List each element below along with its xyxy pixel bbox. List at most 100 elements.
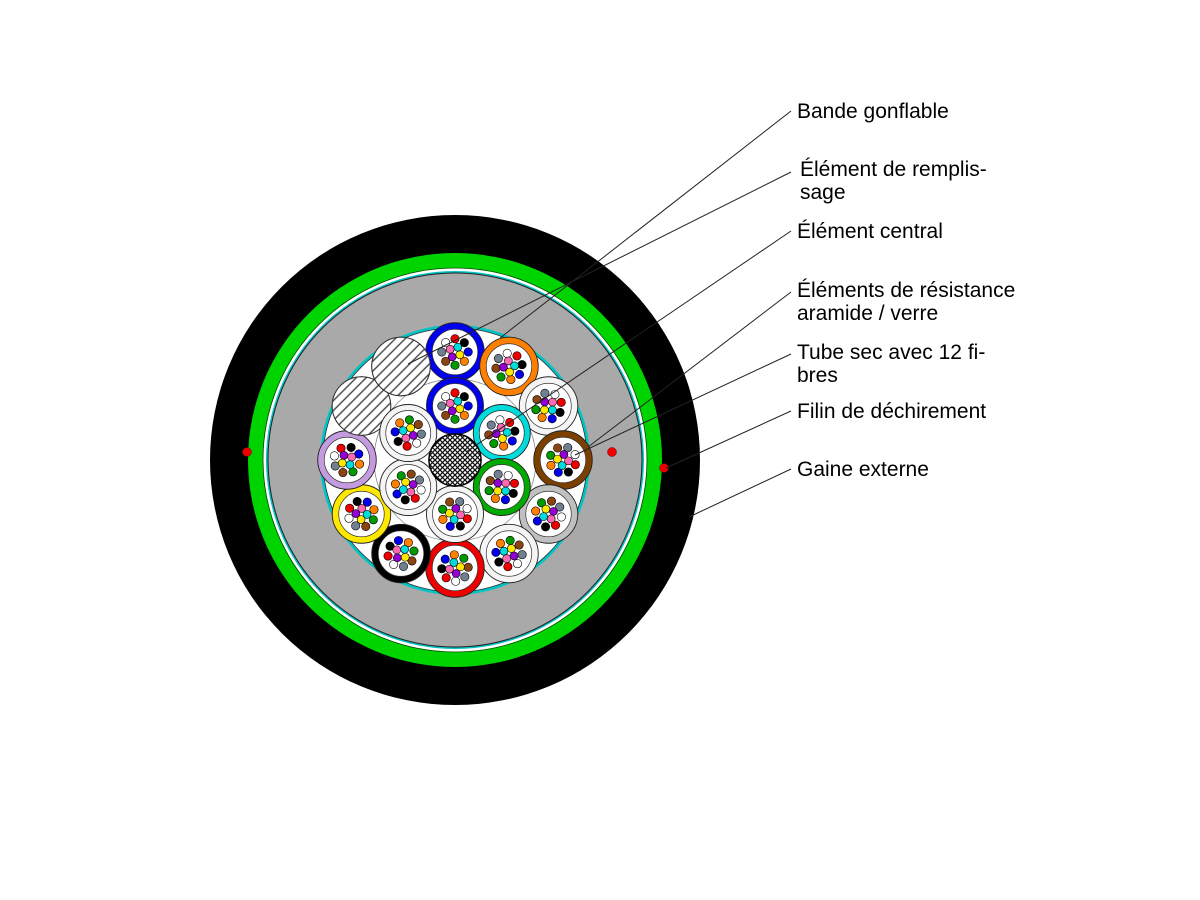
fiber-dot (385, 541, 395, 551)
fiber-dot (437, 401, 447, 411)
fiber-dot (489, 439, 499, 449)
fiber-dot (445, 497, 455, 507)
fiber-dot (393, 553, 402, 563)
fiber-dot (412, 438, 422, 448)
fiber-dot (507, 544, 516, 553)
fiber-dot (456, 510, 465, 520)
fiber-dot (441, 356, 451, 366)
fiber-dot (409, 546, 419, 556)
fiber-dot (495, 415, 505, 425)
fiber-dot (392, 489, 402, 499)
tube-noir (371, 523, 431, 584)
fiber-dot (564, 456, 573, 466)
fiber-dot (408, 480, 418, 489)
tube-bleu-int (426, 377, 484, 435)
fiber-dot (399, 561, 409, 571)
tube-marron (533, 430, 593, 490)
fiber-dot (441, 573, 451, 583)
leader-line-tube-sec (574, 353, 792, 456)
tube-orange (479, 336, 539, 397)
fiber-dot (460, 572, 470, 582)
fiber-dot (355, 459, 365, 469)
fiber-dot (541, 522, 551, 532)
fiber-dot (361, 521, 371, 531)
fiber-dot (553, 454, 562, 464)
fiber-dot (463, 562, 473, 572)
leader-line-gaine-externe (688, 468, 792, 518)
fiber-dot (557, 461, 567, 470)
fiber-dot (493, 486, 503, 496)
remplissage-2 (331, 376, 392, 436)
ripcord-dot (607, 447, 617, 457)
fiber-dot (416, 485, 426, 495)
fiber-dot (390, 427, 400, 437)
fiber-dot (400, 495, 410, 505)
fiber-dot (512, 559, 522, 569)
fiber-dot (507, 436, 517, 446)
fiber-dot (453, 342, 463, 352)
fiber-dot (491, 363, 501, 373)
fiber-dot (351, 509, 361, 518)
fiber-dot (462, 514, 472, 524)
fiber-dot (447, 406, 457, 416)
fiber-dot (549, 507, 558, 516)
fiber-dot (499, 441, 509, 451)
label-tube-sec: Tube sec avec 12 fi- bres (797, 341, 986, 387)
fiber-dot (437, 347, 447, 357)
fiber-dot (445, 398, 455, 408)
fiber-dot (338, 458, 347, 468)
fiber-dot (400, 552, 410, 562)
fiber-dot (502, 554, 511, 563)
fiber-dot (455, 350, 465, 360)
fiber-dot (508, 488, 518, 498)
label-element-remplissage: Élément de remplis- sage (800, 158, 987, 204)
fiber-dot (338, 468, 348, 478)
fiber-dot (540, 397, 549, 407)
fiber-dot (540, 388, 550, 398)
fiber-dot (515, 369, 525, 379)
label-elements-resistance: Éléments de résistance aramide / verre (797, 279, 1016, 325)
fiber-dot (501, 478, 511, 488)
fiber-dot (345, 503, 355, 513)
fiber-dot (563, 467, 573, 477)
fiber-dot (346, 442, 356, 452)
fiber-dot (537, 498, 547, 508)
fiber-dot (403, 538, 413, 548)
fiber-dot (416, 429, 426, 439)
tube-aqua-int (472, 404, 531, 462)
fiber-dot (383, 551, 393, 561)
fiber-dot (406, 487, 416, 497)
fiber-dot (451, 576, 461, 586)
fiber-dot (459, 553, 469, 563)
label-gaine-externe: Gaine externe (797, 458, 929, 481)
fiber-dot (329, 451, 339, 461)
fiber-dot (532, 516, 542, 526)
tube-violet (317, 430, 377, 490)
fiber-dot (499, 546, 509, 556)
fiber-dot (404, 415, 414, 425)
leader-line-elements-resistance (587, 291, 792, 448)
fiber-dot (400, 545, 409, 554)
fiber-dot (546, 460, 556, 470)
fiber-dot (356, 515, 366, 524)
fiber-dot (438, 514, 448, 524)
fiber-dot (556, 512, 566, 522)
fiber-dot (451, 569, 461, 578)
fiber-dot (548, 397, 557, 407)
fiber-dot (484, 486, 494, 496)
fiber-dot (491, 547, 501, 557)
fiber-dot (531, 506, 541, 516)
fiber-dot (451, 504, 461, 513)
fiber-dot (570, 460, 580, 470)
fiber-dot (409, 431, 418, 440)
fiber-dot (410, 493, 420, 503)
fiber-dot (438, 504, 448, 514)
fiber-dot (339, 451, 349, 460)
fiber-dot (456, 562, 465, 572)
fiber-dot (546, 450, 556, 460)
fiber-dot (541, 504, 551, 514)
fiber-dot (389, 559, 399, 569)
fiber-dot (407, 556, 417, 566)
fiber-dot (551, 520, 561, 530)
fiber-dot (490, 494, 500, 504)
